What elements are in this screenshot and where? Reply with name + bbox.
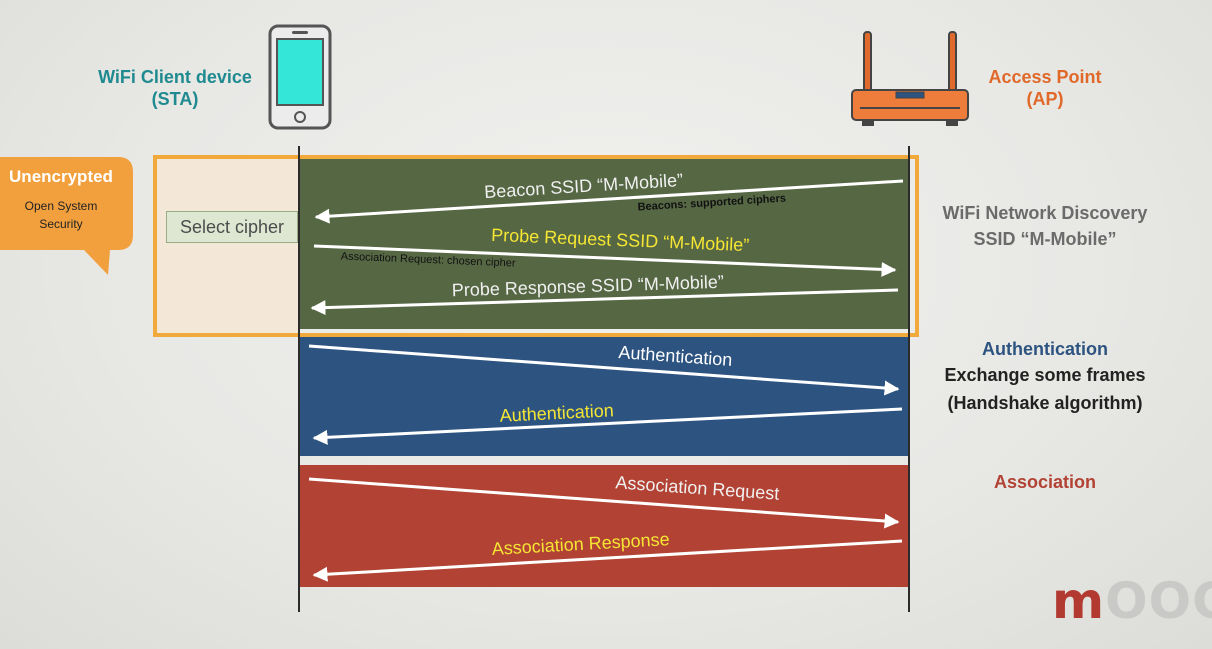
client-device-label: WiFi Client device (STA) — [80, 66, 270, 110]
discovery-label-line2: SSID “M-Mobile” — [973, 229, 1117, 249]
authentication-response-arrow — [312, 407, 903, 445]
bubble-subtitle-line2: Security — [39, 217, 83, 231]
bubble-title: Unencrypted — [9, 167, 113, 186]
client-label-line2: (STA) — [151, 89, 199, 109]
discovery-phase-label: WiFi Network Discovery SSID “M-Mobile” — [920, 200, 1170, 252]
authentication-request-label: Authentication — [618, 342, 733, 370]
discovery-highlight-frame — [153, 155, 919, 337]
cipher-selection-area — [157, 159, 299, 333]
probe-request-arrow — [313, 244, 897, 277]
authentication-phase-line1: Exchange some frames — [944, 365, 1146, 385]
association-phase-title: Association — [993, 472, 1097, 492]
probe-request-label: Probe Request SSID “M-Mobile” — [491, 225, 750, 255]
access-point-lifeline — [908, 146, 910, 612]
association-request-label: Association Request — [615, 472, 780, 503]
beacon-arrow — [314, 179, 904, 224]
mooca-logo: mOOCA — [1052, 573, 1212, 629]
logo-rest: OOCA — [1105, 572, 1212, 630]
authentication-phase-title: Authentication — [982, 339, 1108, 359]
ap-label-line2: (AP) — [1026, 89, 1064, 109]
smartphone-icon — [268, 24, 332, 130]
client-lifeline — [298, 146, 300, 612]
discovery-label-line1: WiFi Network Discovery — [942, 203, 1148, 223]
authentication-response-label: Authentication — [499, 400, 614, 426]
probe-response-arrow — [310, 288, 899, 316]
association-response-arrow — [312, 539, 903, 582]
logo-first-letter: m — [1052, 572, 1106, 630]
bubble-subtitle-line1: Open System — [24, 199, 98, 213]
client-label-line1: WiFi Client device — [98, 67, 252, 87]
authentication-lane — [299, 336, 909, 456]
association-request-arrow — [308, 477, 900, 529]
select-cipher-box: Select cipher — [166, 211, 298, 243]
speech-bubble-icon — [0, 157, 133, 275]
authentication-phase-line2: (Handshake algorithm) — [947, 393, 1143, 413]
ap-label-line1: Access Point — [988, 67, 1102, 87]
access-point-label: Access Point (AP) — [960, 66, 1130, 110]
router-icon — [851, 31, 969, 126]
authentication-request-arrow — [308, 344, 900, 396]
